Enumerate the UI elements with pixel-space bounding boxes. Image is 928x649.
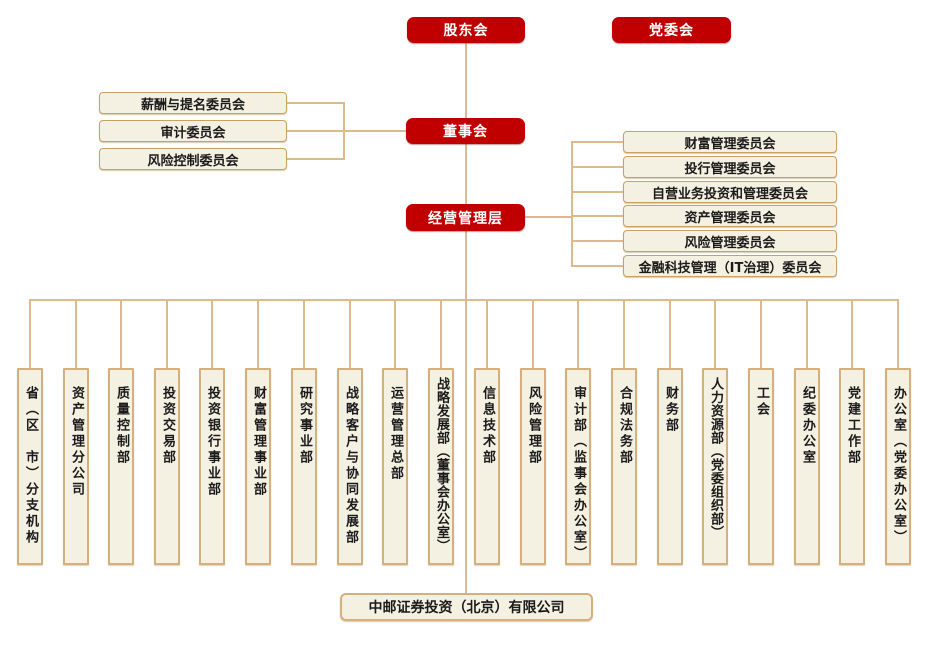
dept-quality-control: 质量控制部: [108, 299, 134, 565]
committee-audit: 审计委员会: [99, 120, 287, 142]
connector-line: [349, 299, 351, 368]
connector-line: [29, 299, 31, 368]
dept-information-technology: 信息技术部: [474, 299, 500, 565]
dept-label: 财务部: [657, 368, 683, 565]
connector-line: [571, 141, 573, 267]
dept-label: 投资交易部: [154, 368, 180, 565]
dept-label: 纪委办公室: [794, 368, 820, 565]
connector-line: [343, 102, 345, 160]
dept-party-building: 党建工作部: [839, 299, 865, 565]
node-party-committee: 党委会: [612, 17, 731, 43]
dept-strategic-clients: 战略客户与协同发展部: [337, 299, 363, 565]
connector-line: [714, 299, 716, 368]
committee-investment-banking: 投行管理委员会: [623, 156, 837, 178]
connector-line: [571, 141, 623, 143]
dept-general-office: 办公室（党委办公室）: [885, 299, 911, 565]
connector-line: [440, 299, 442, 368]
dept-label: 工会: [748, 368, 774, 565]
connector-line: [257, 299, 259, 368]
connector-line: [303, 299, 305, 368]
dept-investment-trading: 投资交易部: [154, 299, 180, 565]
dept-label: 战略客户与协同发展部: [337, 368, 363, 565]
committee-fintech-it-governance: 金融科技管理（IT治理）委员会: [623, 255, 837, 277]
node-subsidiary-company: 中邮证券投资（北京）有限公司: [340, 593, 593, 621]
connector-line: [669, 299, 671, 368]
connector-line: [211, 299, 213, 368]
connector-line: [571, 166, 623, 168]
dept-label: 战略发展部（董事会办公室）: [428, 368, 454, 565]
dept-investment-banking: 投资银行事业部: [199, 299, 225, 565]
connector-line: [465, 43, 467, 118]
committee-compensation-nomination: 薪酬与提名委员会: [99, 92, 287, 114]
connector-line: [287, 102, 345, 104]
node-board-of-directors: 董事会: [406, 118, 525, 144]
dept-provincial-branches: 省（区 市）分支机构: [17, 299, 43, 565]
committee-wealth-management: 财富管理委员会: [623, 131, 837, 153]
dept-audit: 审计部（监事会办公室）: [565, 299, 591, 565]
dept-label: 党建工作部: [839, 368, 865, 565]
dept-label: 运营管理总部: [382, 368, 408, 565]
connector-line: [760, 299, 762, 368]
dept-label: 审计部（监事会办公室）: [565, 368, 591, 565]
dept-label: 人力资源部（党委组织部）: [702, 368, 728, 565]
dept-label: 信息技术部: [474, 368, 500, 565]
connector-line: [623, 299, 625, 368]
committee-proprietary-investment: 自营业务投资和管理委员会: [623, 181, 837, 203]
dept-label: 质量控制部: [108, 368, 134, 565]
connector-line: [571, 265, 623, 267]
connector-line: [577, 299, 579, 368]
dept-risk-management: 风险管理部: [520, 299, 546, 565]
node-shareholders-meeting: 股东会: [407, 17, 525, 43]
connector-line: [806, 299, 808, 368]
dept-label: 投资银行事业部: [199, 368, 225, 565]
connector-line: [287, 158, 345, 160]
connector-line: [465, 144, 467, 204]
dept-asset-mgmt-subsidiary: 资产管理分公司: [63, 299, 89, 565]
dept-label: 资产管理分公司: [63, 368, 89, 565]
connector-line: [571, 240, 623, 242]
connector-line: [486, 299, 488, 368]
dept-label: 合规法务部: [611, 368, 637, 565]
dept-label: 办公室（党委办公室）: [885, 368, 911, 565]
connector-line: [525, 216, 573, 218]
dept-label: 财富管理事业部: [245, 368, 271, 565]
dept-discipline-office: 纪委办公室: [794, 299, 820, 565]
dept-label: 省（区 市）分支机构: [17, 368, 43, 565]
node-management-layer: 经营管理层: [406, 204, 525, 231]
dept-human-resources: 人力资源部（党委组织部）: [702, 299, 728, 565]
dept-labor-union: 工会: [748, 299, 774, 565]
dept-label: 风险管理部: [520, 368, 546, 565]
connector-line: [120, 299, 122, 368]
committee-risk-management: 风险管理委员会: [623, 230, 837, 252]
dept-label: 研究事业部: [291, 368, 317, 565]
dept-compliance-legal: 合规法务部: [611, 299, 637, 565]
connector-line: [287, 130, 406, 132]
dept-wealth-management: 财富管理事业部: [245, 299, 271, 565]
connector-line: [571, 215, 623, 217]
committee-asset-management: 资产管理委员会: [623, 205, 837, 227]
dept-operations-hq: 运营管理总部: [382, 299, 408, 565]
connector-line: [30, 299, 899, 301]
dept-research: 研究事业部: [291, 299, 317, 565]
committee-risk-control: 风险控制委员会: [99, 148, 287, 170]
connector-line: [897, 299, 899, 368]
dept-finance: 财务部: [657, 299, 683, 565]
connector-line: [166, 299, 168, 368]
connector-line: [394, 299, 396, 368]
connector-line: [532, 299, 534, 368]
connector-line: [75, 299, 77, 368]
connector-line: [851, 299, 853, 368]
connector-line: [465, 231, 467, 593]
connector-line: [571, 191, 623, 193]
dept-strategic-development: 战略发展部（董事会办公室）: [428, 299, 454, 565]
